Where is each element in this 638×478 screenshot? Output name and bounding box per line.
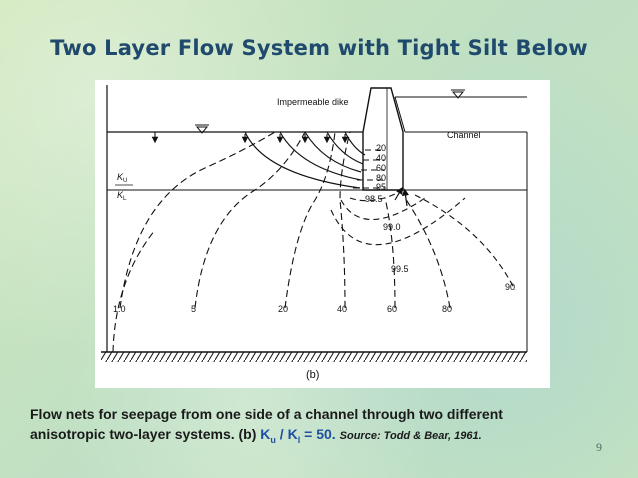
equipotential-label-95: 95 (376, 182, 386, 192)
ratio-end: = 50. (300, 426, 336, 442)
flowline-80 (404, 197, 451, 309)
equipotential-line-990 (340, 197, 426, 220)
equipotential-line-90 (414, 194, 516, 291)
flowline-label-80: 80 (442, 304, 452, 314)
flowline-solid-4 (326, 131, 364, 165)
flowline-solid-2 (279, 131, 362, 181)
ratio-k1-sub: u (270, 434, 276, 445)
flowline-40 (339, 131, 351, 309)
caption-line-1: Flow nets for seepage from one side of a… (30, 406, 503, 422)
channel-label: Channel (447, 130, 481, 140)
ratio-k2-sub: l (297, 434, 301, 445)
flowline-1 (119, 131, 276, 309)
svg-text:L: L (123, 196, 127, 202)
flowline-label-1: 1.0 (113, 304, 126, 314)
equipotential-label-90: 90 (505, 282, 515, 292)
panel-label: (b) (306, 369, 319, 381)
page-number: 9 (596, 440, 602, 454)
water-level-marker-left (195, 124, 209, 134)
flow-net-diagram: Impermeable dike Channel K U K L 20 40 6… (101, 85, 528, 381)
ratio-slash: / (275, 426, 288, 442)
svg-text:K: K (117, 172, 124, 182)
base-hatching (101, 352, 527, 362)
flowline-label-5: 5 (191, 304, 196, 314)
ratio-k2: K (287, 426, 298, 442)
caption-source: Source: Todd & Bear, 1961. (339, 430, 482, 442)
caption-line-2: anisotropic two-layer systems. (b) Ku / … (30, 424, 590, 450)
equipotential-label-80: 80 (376, 173, 386, 183)
equipotential-label-985: 98.5 (365, 194, 383, 204)
layer-label-lower: K L (117, 190, 127, 202)
svg-text:U: U (123, 178, 127, 184)
flowline-deep-left (112, 229, 156, 353)
ratio-k1: K (260, 426, 271, 442)
flowline-5 (194, 131, 306, 309)
figure-caption: Flow nets for seepage from one side of a… (30, 404, 590, 450)
dike-label: Impermeable dike (277, 97, 349, 107)
channel-bank (394, 96, 406, 133)
flowline-label-40: 40 (337, 304, 347, 314)
equipotential-label-40: 40 (376, 153, 386, 163)
layer-label-upper: K U (115, 172, 133, 186)
equipotential-label-995: 99.5 (391, 264, 409, 274)
equipotential-line-995 (330, 197, 466, 246)
flowline-20 (284, 131, 336, 309)
svg-text:K: K (117, 190, 124, 200)
flowline-solid-5 (344, 131, 366, 156)
equipotential-label-20: 20 (376, 143, 386, 153)
flowline-label-20: 20 (278, 304, 288, 314)
caption-line-2-text: anisotropic two-layer systems. (b) (30, 426, 261, 442)
flowline-label-60: 60 (387, 304, 397, 314)
flow-net-figure: Impermeable dike Channel K U K L 20 40 6… (95, 80, 550, 388)
flowline-solid-1 (244, 131, 361, 189)
conductivity-ratio: Ku / Kl = 50. (260, 426, 336, 445)
water-level-marker-right (451, 89, 465, 99)
equipotential-label-60: 60 (376, 163, 386, 173)
flowline-60 (384, 197, 396, 309)
impermeable-dike (362, 87, 404, 191)
flowline-solid-up-1 (394, 186, 403, 201)
equipotential-label-990: 99.0 (383, 222, 401, 232)
flowline-solid-3 (304, 131, 362, 173)
slide-title: Two Layer Flow System with Tight Silt Be… (50, 36, 588, 60)
equipotential-line-985 (349, 193, 396, 202)
flowline-solid-up-2 (401, 188, 410, 207)
